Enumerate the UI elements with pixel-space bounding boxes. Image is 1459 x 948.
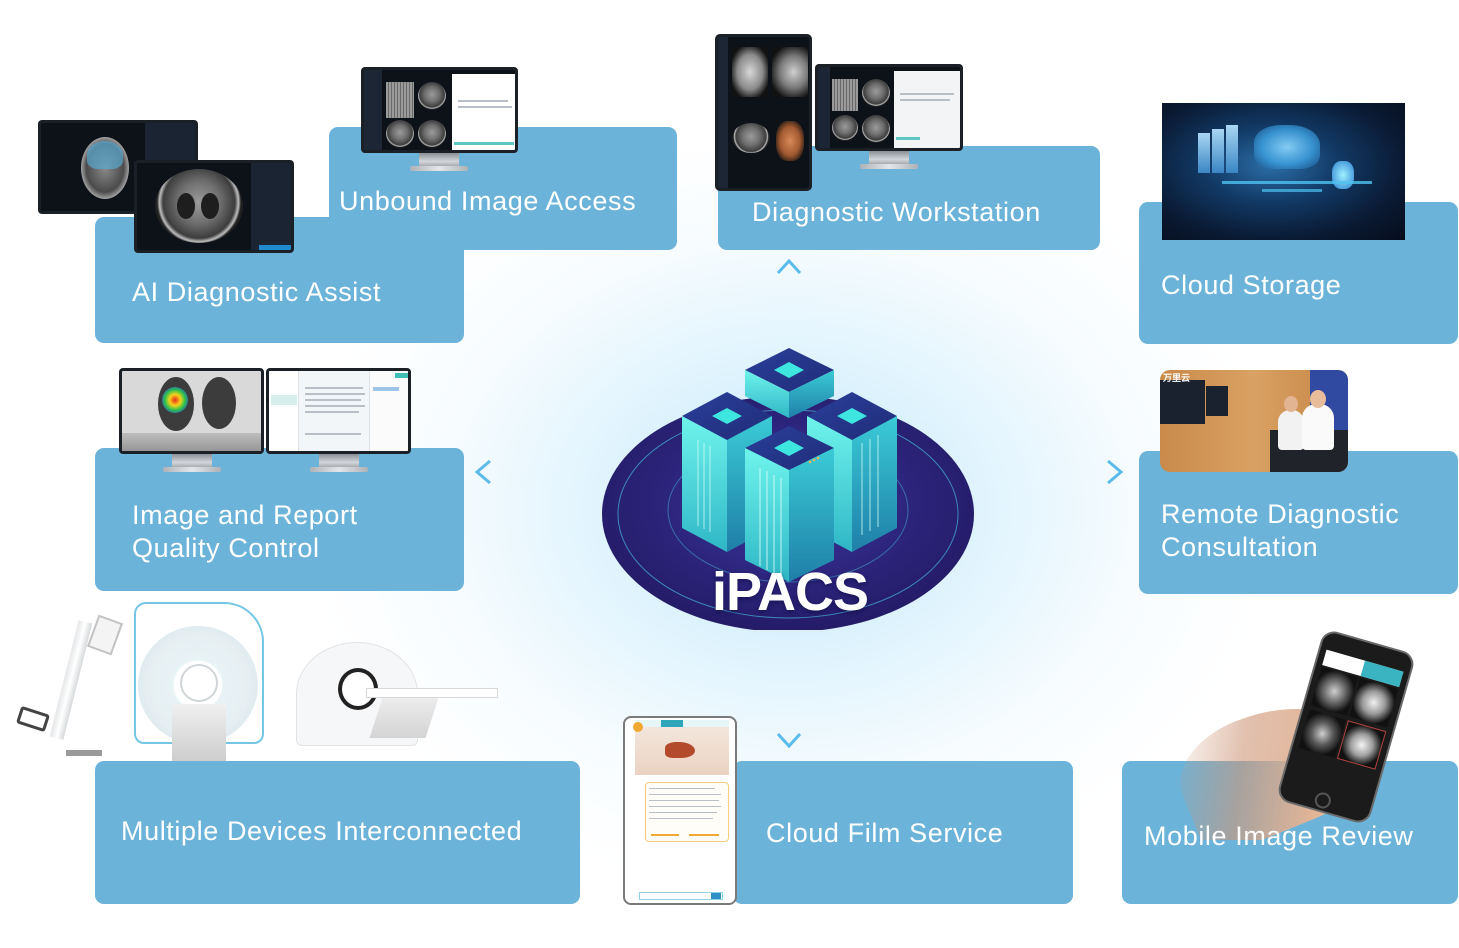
pacs-viewer-monitor-image (361, 67, 518, 153)
consultation-logo: 万里云 (1163, 373, 1191, 383)
module-cloud-film-service[interactable]: Cloud Film Service (733, 761, 1073, 904)
hand-holding-phone-image (1180, 630, 1450, 840)
arrow-right (966, 459, 1124, 485)
module-label: AI Diagnostic Assist (132, 277, 382, 307)
module-label: Multiple Devices Interconnected (121, 816, 523, 846)
ipacs-server-cluster-icon (602, 348, 974, 630)
module-label-line-1: Image and Report (132, 500, 358, 530)
module-label-line-2: Quality Control (132, 533, 320, 563)
monitor-stand (419, 153, 459, 167)
module-label: Cloud Storage (1161, 270, 1342, 300)
arrow-left (474, 459, 612, 485)
module-label: Cloud Film Service (766, 818, 1004, 848)
monitor-base (860, 164, 918, 169)
monitor-stand (869, 151, 909, 165)
medical-devices-image (14, 600, 514, 770)
module-label: Unbound Image Access (339, 186, 637, 216)
module-image-report-quality-control[interactable]: Image and Report Quality Control (95, 448, 464, 591)
mpr-viewer-tablet-image (715, 34, 812, 191)
monitor-base (410, 166, 468, 171)
ipacs-title: iPACS (711, 562, 869, 622)
cloud-datacenter-image (1162, 103, 1405, 240)
server-rack-front (745, 426, 834, 582)
module-label-line-2: Consultation (1161, 532, 1319, 562)
cloud-film-app-image (623, 716, 737, 905)
heatmap-ct-monitor-image (119, 368, 264, 454)
monitor-stand (172, 454, 212, 468)
server-rack-back (745, 348, 834, 418)
module-label: Diagnostic Workstation (752, 197, 1041, 227)
monitor-base (310, 467, 368, 472)
ai-lung-ct-screen-image (134, 160, 294, 253)
monitor-stand (319, 454, 359, 468)
doctors-consultation-photo: 万里云 (1160, 370, 1348, 472)
module-label-line-1: Remote Diagnostic (1161, 499, 1400, 529)
module-multiple-devices-interconnected[interactable]: Multiple Devices Interconnected (95, 761, 580, 904)
module-label: Mobile Image Review (1144, 821, 1414, 851)
workstation-report-monitor-image (815, 64, 963, 151)
quality-report-monitor-image (266, 368, 411, 454)
arrow-up (776, 258, 802, 345)
module-remote-diagnostic-consultation[interactable]: Remote Diagnostic Consultation (1139, 451, 1458, 594)
arrow-down (776, 620, 802, 749)
monitor-base (163, 467, 221, 472)
